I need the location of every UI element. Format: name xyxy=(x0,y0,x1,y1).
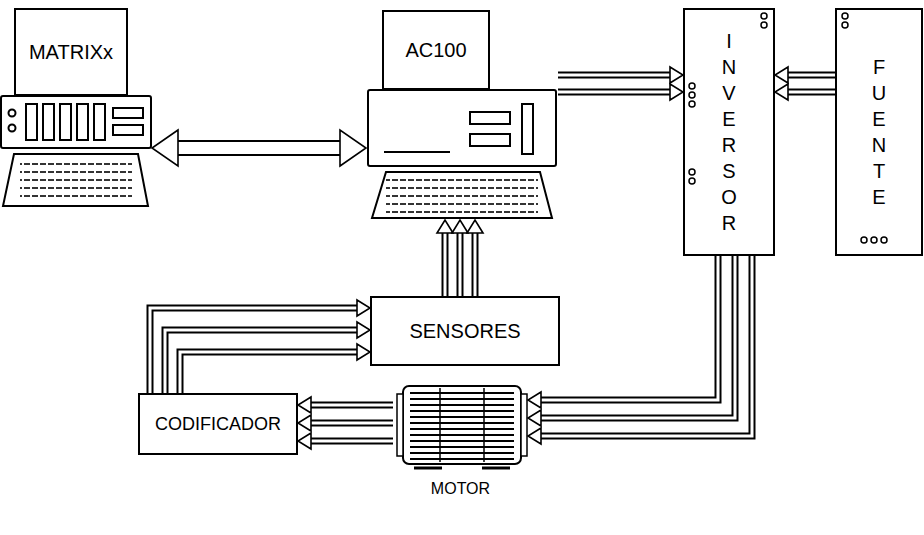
motor-node: MOTOR xyxy=(393,378,528,500)
keyboard xyxy=(372,172,552,218)
connector-outline xyxy=(540,256,735,418)
sensor-box: SENSORES xyxy=(370,296,560,366)
connector-outline xyxy=(442,232,449,296)
connector-outline xyxy=(558,72,671,79)
connector-outline xyxy=(540,256,752,436)
arrow-head xyxy=(775,84,788,100)
connector-arrow xyxy=(558,84,683,100)
connector-inner xyxy=(165,330,358,393)
connector-inner xyxy=(310,422,393,425)
connector-inner xyxy=(540,256,718,400)
connector-outline xyxy=(540,256,718,400)
connector-outline xyxy=(150,308,358,393)
connector-outline xyxy=(165,330,358,393)
connector-arrow xyxy=(298,415,393,431)
connector-arrow xyxy=(298,397,393,413)
arrow-head xyxy=(340,130,366,166)
computer-base xyxy=(368,90,556,166)
connector-outline xyxy=(787,89,835,96)
connector-inner xyxy=(787,74,835,77)
connector-arrow xyxy=(775,67,835,83)
connector-inner xyxy=(444,232,447,296)
arrow-head xyxy=(357,322,370,338)
connector-arrow xyxy=(775,84,835,100)
computer-node: MATRIXx xyxy=(0,8,152,208)
node-label: MOTOR xyxy=(431,480,490,498)
arrow-head xyxy=(528,392,541,408)
connector-outline xyxy=(787,72,835,79)
arrow-head xyxy=(298,415,311,431)
connector-inner xyxy=(310,440,393,443)
monitor-screen: AC100 xyxy=(382,10,490,90)
connector-inner xyxy=(180,352,358,393)
motor-drawing xyxy=(397,386,527,468)
connector-arrow xyxy=(150,300,370,393)
connector-arrow xyxy=(558,67,683,83)
computer-base xyxy=(1,96,151,148)
connector-outline xyxy=(310,420,393,427)
arrow-head xyxy=(670,84,683,100)
arrow-head xyxy=(452,220,468,233)
connector-outline xyxy=(310,402,393,409)
connector-inner xyxy=(540,256,752,436)
computer-node: AC100 xyxy=(366,8,558,220)
connector-inner xyxy=(540,256,735,418)
connector-outline xyxy=(472,232,479,296)
arrow-head xyxy=(775,67,788,83)
keyboard xyxy=(3,154,148,206)
connector-arrow xyxy=(165,322,370,393)
node-label: CODIFICADOR xyxy=(155,414,281,435)
connector-inner xyxy=(150,308,358,393)
node-label: AC100 xyxy=(405,39,466,62)
connector-outline xyxy=(558,89,671,96)
arrow-head xyxy=(152,130,178,166)
arrow-head xyxy=(670,67,683,83)
connector-inner xyxy=(310,404,393,407)
connector-arrow xyxy=(298,433,393,449)
connector-inner xyxy=(474,232,477,296)
node-label: FUENTE xyxy=(871,54,887,210)
arrow-head xyxy=(298,433,311,449)
connector-inner xyxy=(558,91,671,94)
arrow-head xyxy=(528,428,541,444)
connector-inner xyxy=(177,142,341,154)
encoder-box: CODIFICADOR xyxy=(138,393,298,455)
connector-inner xyxy=(787,91,835,94)
connector-inner xyxy=(558,74,671,77)
connector-arrow xyxy=(180,344,370,393)
connector-inner xyxy=(459,232,462,296)
connector-outline xyxy=(457,232,464,296)
arrow-head xyxy=(298,397,311,413)
monitor-screen: MATRIXx xyxy=(14,8,128,96)
arrow-head xyxy=(437,220,453,233)
connector-arrow xyxy=(437,220,453,296)
connector-outline xyxy=(177,140,341,156)
connector-outline xyxy=(180,352,358,393)
connector-arrow xyxy=(528,256,752,444)
node-label: SENSORES xyxy=(409,320,520,343)
connector-arrow xyxy=(452,220,468,296)
arrow-head xyxy=(357,300,370,316)
arrow-head xyxy=(357,344,370,360)
node-label: MATRIXx xyxy=(29,41,113,64)
connector-outline xyxy=(310,438,393,445)
power-source-box: FUENTE xyxy=(835,8,923,256)
arrow-head xyxy=(467,220,483,233)
node-label: INVERSOR xyxy=(721,28,737,236)
inverter-box: INVERSOR xyxy=(683,8,775,256)
connector-arrow xyxy=(467,220,483,296)
connector-arrow xyxy=(152,130,366,166)
arrow-head xyxy=(528,410,541,426)
indicator-dots xyxy=(689,13,887,243)
